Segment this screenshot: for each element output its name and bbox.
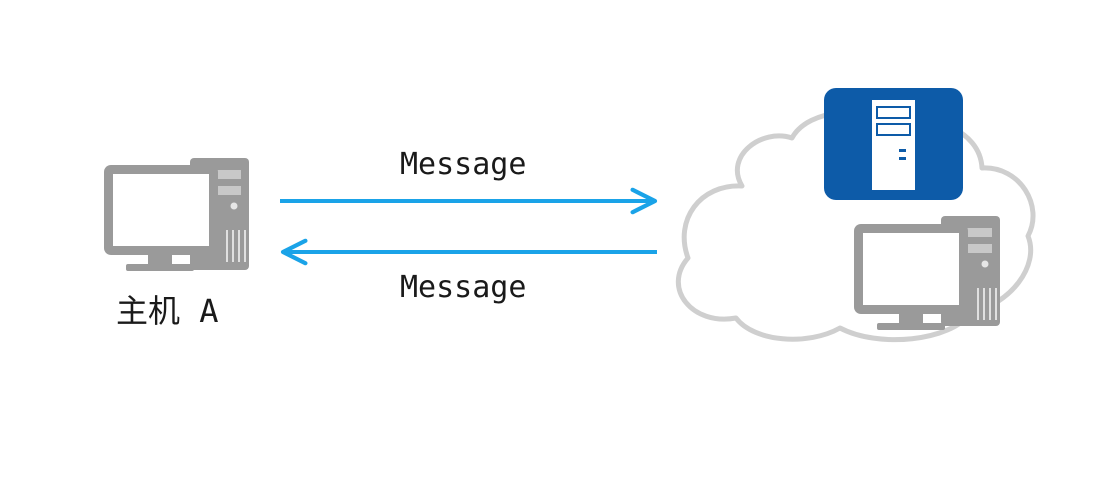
outgoing-message-label: Message xyxy=(400,147,526,182)
cloud-computer-icon xyxy=(854,216,1000,330)
host-a-label: 主机 A xyxy=(116,292,219,330)
host-a-computer-icon xyxy=(104,158,249,271)
server-icon xyxy=(824,88,963,200)
incoming-message-label: Message xyxy=(400,270,526,305)
